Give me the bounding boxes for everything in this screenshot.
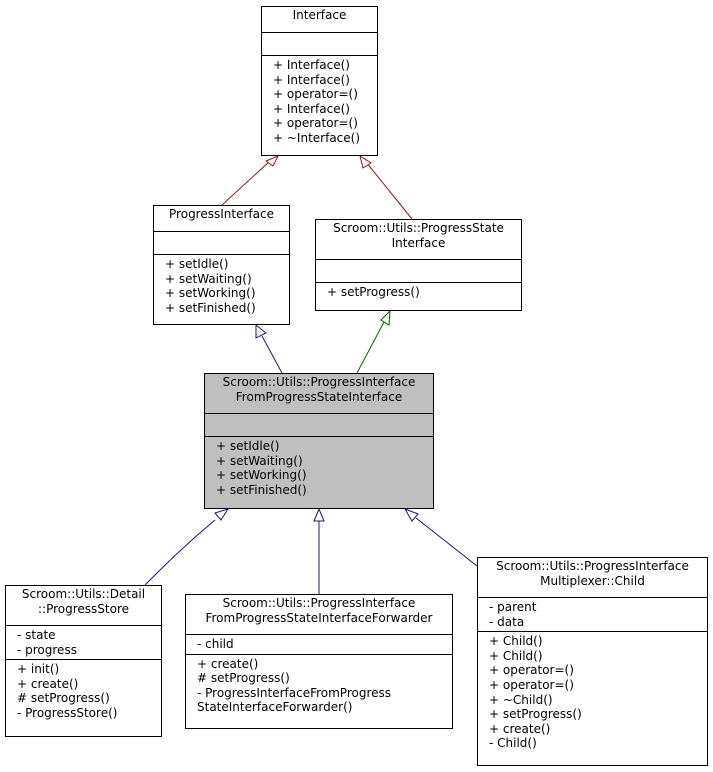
class-title-line: Multiplexer::Child bbox=[540, 573, 645, 588]
class-title-line: FromProgressStateInterface bbox=[235, 389, 403, 404]
method: + Child() bbox=[489, 648, 543, 663]
class-progressinterface-from-progressstateinterface[interactable]: Scroom::Utils::ProgressInterface FromPro… bbox=[204, 373, 434, 509]
attributes-section: - state - progress bbox=[6, 625, 161, 659]
method: + operator=() bbox=[273, 116, 358, 131]
arrowhead-progressinterface bbox=[255, 323, 267, 339]
methods-section: + Child() + Child() + operator=() + oper… bbox=[478, 631, 707, 753]
method: - ProgressStore() bbox=[17, 705, 118, 720]
class-title: Scroom::Utils::ProgressInterface Multipl… bbox=[478, 558, 707, 597]
arrowhead-progressstateinterface bbox=[380, 309, 391, 326]
methods-section: + Interface() + Interface() + operator=(… bbox=[262, 55, 377, 148]
method: + setIdle() bbox=[216, 439, 280, 453]
methods-section: + init() + create() # setProgress() - Pr… bbox=[6, 659, 161, 722]
class-progressstateinterface[interactable]: Scroom::Utils::ProgressState Interface +… bbox=[315, 219, 522, 311]
method: + setWaiting() bbox=[216, 453, 303, 468]
class-title-line: FromProgressStateInterfaceForwarder bbox=[205, 610, 433, 625]
method: + setFinished() bbox=[216, 482, 307, 497]
method: # setProgress() bbox=[17, 691, 110, 706]
class-progressstore[interactable]: Scroom::Utils::Detail ::ProgressStore - … bbox=[5, 585, 162, 737]
class-title: ProgressInterface bbox=[154, 206, 289, 231]
class-title: Scroom::Utils::ProgressState Interface bbox=[316, 220, 521, 259]
arrowhead-frompsi-left bbox=[214, 508, 230, 521]
methods-section: + setIdle() + setWaiting() + setWorking(… bbox=[154, 254, 289, 317]
attribute: - data bbox=[489, 614, 525, 629]
method: + ~Child() bbox=[489, 692, 553, 707]
attribute: - parent bbox=[489, 600, 537, 614]
edge-progressinterface-to-interface bbox=[221, 160, 271, 206]
method: - ProgressInterfaceFromProgress bbox=[197, 685, 392, 700]
edge-multiplexerchild-to-frompsi bbox=[415, 517, 478, 567]
method: + Child() bbox=[489, 634, 543, 649]
method: + create() bbox=[17, 676, 79, 691]
method: + create() bbox=[197, 656, 259, 671]
attributes-section bbox=[316, 259, 521, 282]
class-multiplexer-child[interactable]: Scroom::Utils::ProgressInterface Multipl… bbox=[477, 557, 708, 766]
class-interface[interactable]: Interface + Interface() + Interface() + … bbox=[261, 6, 378, 156]
class-title-line: Scroom::Utils::ProgressInterface bbox=[496, 559, 689, 573]
class-title: Scroom::Utils::ProgressInterface FromPro… bbox=[205, 374, 433, 413]
method: + setWorking() bbox=[165, 286, 256, 301]
edge-progressstore-to-frompsi bbox=[144, 519, 216, 586]
attribute: - progress bbox=[17, 642, 77, 657]
edge-frompsi-to-progressinterface bbox=[261, 335, 283, 374]
attributes-section: - parent - data bbox=[478, 597, 707, 631]
edge-frompsi-to-progressstateinterface bbox=[356, 321, 385, 374]
attributes-section: - child bbox=[186, 634, 452, 654]
methods-section: + create() # setProgress() - ProgressInt… bbox=[186, 653, 452, 717]
method: + setWaiting() bbox=[165, 271, 252, 286]
class-title: Scroom::Utils::ProgressInterface FromPro… bbox=[186, 595, 452, 634]
method: + setIdle() bbox=[165, 257, 229, 271]
method: + ~Interface() bbox=[273, 130, 361, 145]
class-title-line: ProgressInterface bbox=[169, 207, 274, 221]
method: + setFinished() bbox=[165, 300, 256, 315]
attribute: - child bbox=[197, 637, 234, 651]
methods-section: + setProgress() bbox=[316, 282, 521, 302]
class-title-line: Scroom::Utils::ProgressState bbox=[333, 221, 504, 235]
method: + operator=() bbox=[489, 663, 574, 678]
method: - Child() bbox=[489, 736, 537, 751]
method: # setProgress() bbox=[197, 671, 290, 686]
class-title-line: Scroom::Utils::ProgressInterface bbox=[222, 375, 416, 389]
class-title-line: Interface bbox=[292, 8, 347, 22]
class-title-line: Scroom::Utils::ProgressInterface bbox=[222, 596, 416, 610]
method: + create() bbox=[489, 721, 551, 736]
method: + Interface() bbox=[273, 101, 350, 116]
class-title: Interface bbox=[262, 7, 377, 32]
methods-section: + setIdle() + setWaiting() + setWorking(… bbox=[205, 436, 433, 499]
attribute: - state bbox=[17, 628, 56, 642]
method: + setProgress() bbox=[489, 707, 582, 722]
arrowhead-frompsi-middle bbox=[313, 507, 325, 522]
method: + setProgress() bbox=[327, 285, 420, 299]
method: + Interface() bbox=[273, 58, 350, 72]
method: + operator=() bbox=[489, 677, 574, 692]
class-title-line: Interface bbox=[391, 235, 446, 250]
method: + init() bbox=[17, 662, 60, 677]
class-forwarder[interactable]: Scroom::Utils::ProgressInterface FromPro… bbox=[185, 594, 453, 729]
attributes-section bbox=[205, 413, 433, 436]
method: + operator=() bbox=[273, 87, 358, 102]
attributes-section bbox=[154, 231, 289, 254]
arrowhead-interface-left bbox=[264, 155, 280, 167]
class-title-line: Scroom::Utils::Detail bbox=[21, 587, 146, 601]
class-title-line: ::ProgressStore bbox=[37, 601, 129, 616]
class-title: Scroom::Utils::Detail ::ProgressStore bbox=[6, 586, 161, 625]
method: + setWorking() bbox=[216, 468, 307, 483]
arrowhead-interface-right bbox=[359, 154, 372, 169]
edge-progressstateinterface-to-interface bbox=[365, 161, 413, 220]
class-progressinterface[interactable]: ProgressInterface + setIdle() + setWaiti… bbox=[153, 205, 290, 325]
attributes-section bbox=[262, 32, 377, 55]
arrowhead-frompsi-right bbox=[403, 508, 419, 522]
method: + Interface() bbox=[273, 72, 350, 87]
method: StateInterfaceForwarder() bbox=[197, 700, 353, 715]
